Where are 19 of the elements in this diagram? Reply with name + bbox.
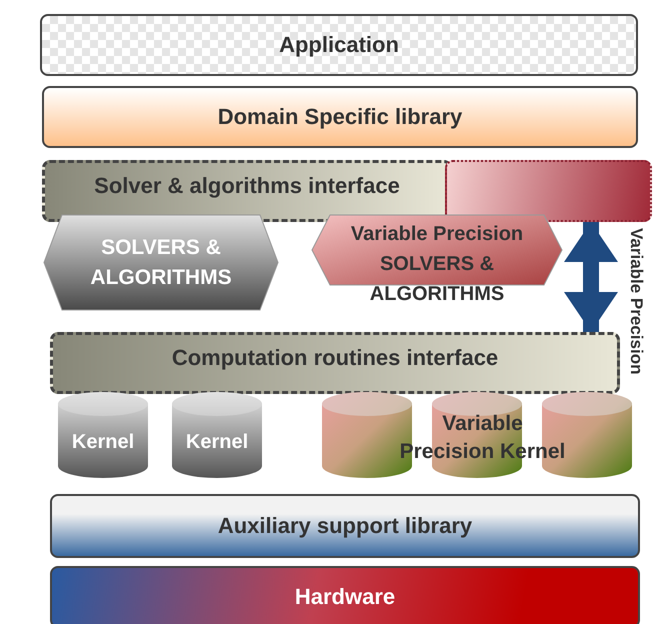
hexagon-block: [44, 215, 278, 310]
layer-label: Auxiliary support library: [218, 512, 472, 540]
layer-label: Solver & algorithms interface: [94, 172, 400, 200]
layer-label: Application: [279, 31, 399, 59]
layer-box: [40, 14, 638, 76]
block-label: SOLVERS & ALGORITHMS: [89, 234, 233, 290]
block-label: Variable Precision SOLVERS & ALGORITHMS: [350, 222, 524, 307]
highlight-box: [445, 160, 652, 222]
cylinder-block: [172, 392, 262, 478]
cylinder-label: Kernel: [72, 430, 134, 455]
cylinder-block: [58, 392, 148, 478]
cylinder-label: Kernel: [186, 430, 248, 455]
layer-label: Computation routines interface: [172, 344, 498, 372]
double-arrow: [564, 222, 618, 332]
layer-box: [50, 494, 640, 558]
layer-box: [50, 566, 640, 624]
layer-label: Domain Specific library: [218, 103, 462, 131]
layer-label: Hardware: [294, 583, 396, 611]
layer-box: [42, 86, 638, 148]
